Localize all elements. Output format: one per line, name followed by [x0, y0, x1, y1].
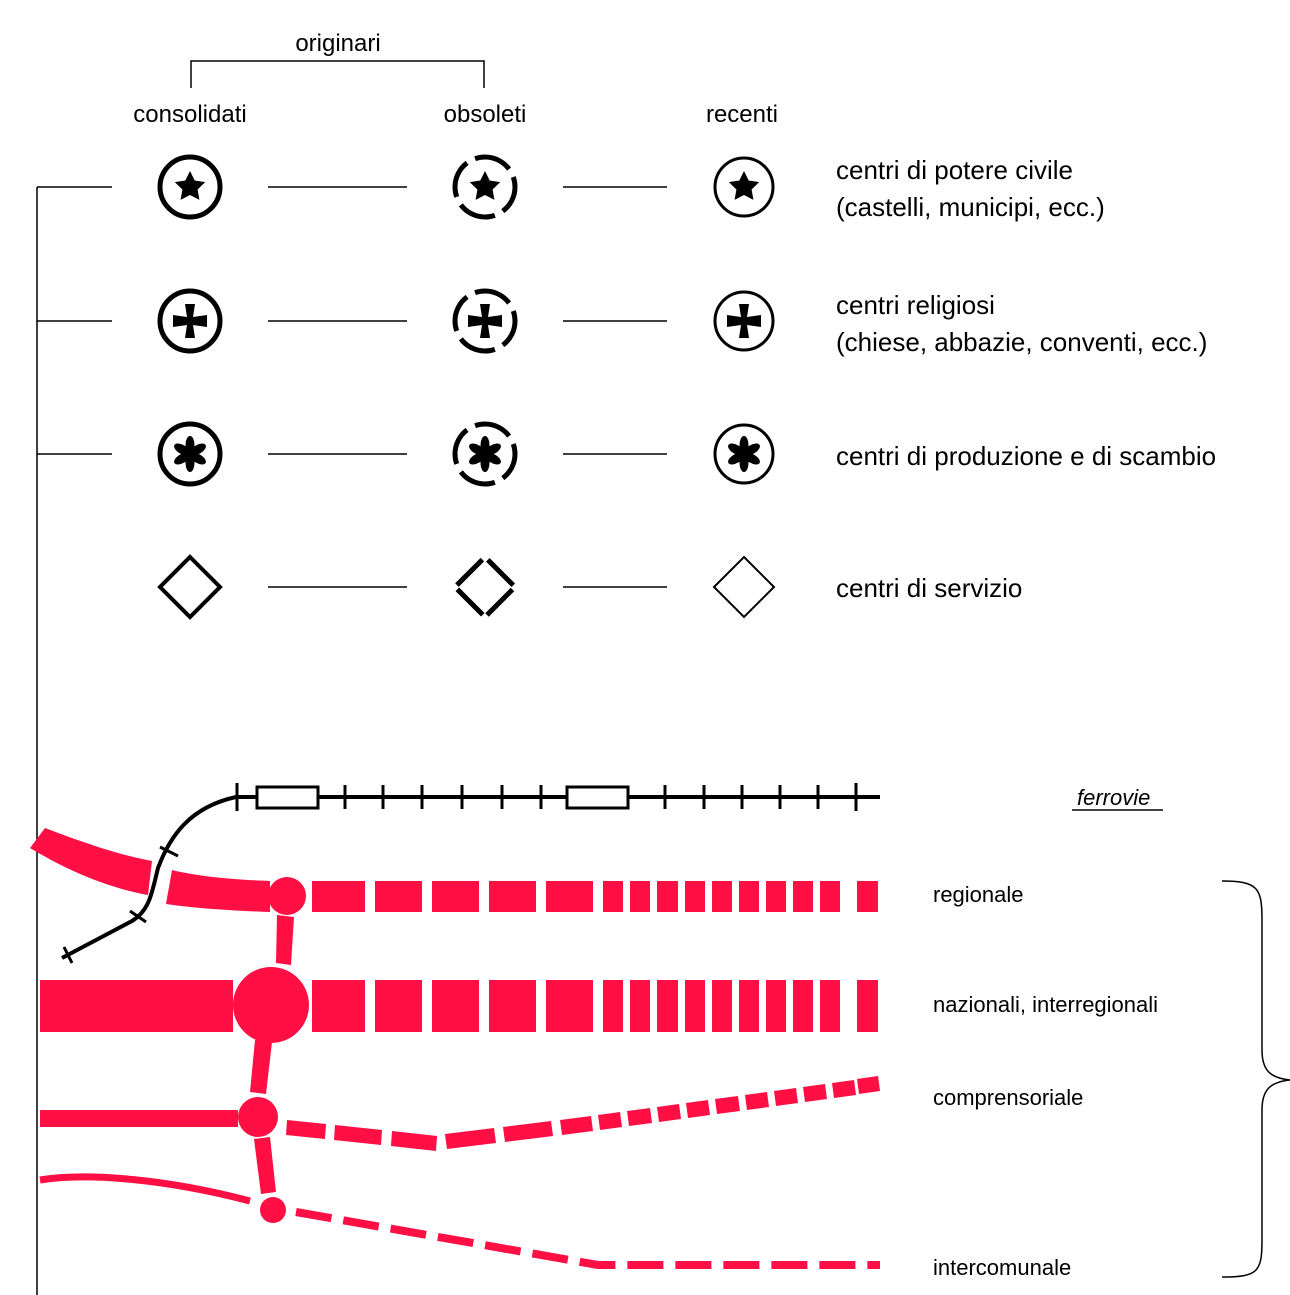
category-label: centri di servizio — [836, 573, 1022, 603]
road-label-intercomunale: intercomunale — [933, 1255, 1071, 1280]
road-link — [250, 1040, 272, 1094]
diamond-icon-obsolete — [451, 553, 519, 621]
station-box — [255, 785, 320, 810]
road-comprensorial-segment — [40, 1110, 238, 1127]
row-service: centri di servizio — [157, 553, 1022, 621]
asterisk-icon-recent — [713, 423, 775, 485]
road-node-intercomunal — [260, 1197, 286, 1223]
category-label: centri di produzione e di scambio — [836, 441, 1216, 471]
cross-icon-recent — [713, 290, 775, 352]
cross-icon — [157, 288, 223, 354]
row-civil-power: centri di potere civile (castelli, munic… — [37, 154, 1105, 222]
star-icon-obsolete — [452, 154, 518, 220]
road-comprensorial-dashes — [286, 1076, 880, 1151]
asterisk-icon-obsolete — [452, 421, 518, 487]
road-label-comprensoriale: comprensoriale — [933, 1085, 1083, 1110]
star-icon-recent — [713, 156, 775, 218]
railway-line — [61, 795, 880, 960]
category-label: centri religiosi — [836, 290, 995, 320]
column-header-obsoleti: obsoleti — [444, 101, 527, 128]
category-sublabel: (chiese, abbazie, conventi, ecc.) — [836, 327, 1207, 357]
station-box — [565, 785, 630, 810]
cross-icon-obsolete — [452, 288, 518, 354]
asterisk-icon — [157, 421, 223, 487]
road-label-regionale: regionale — [933, 882, 1024, 907]
row-production: centri di produzione e di scambio — [37, 421, 1216, 487]
road-link — [276, 915, 294, 965]
road-national-segment — [40, 980, 233, 1032]
roads-brace — [1221, 880, 1290, 1278]
road-network — [30, 828, 880, 1223]
column-header-consolidati: consolidati — [133, 101, 246, 128]
diamond-icon — [157, 554, 223, 620]
diamond-icon-recent — [712, 555, 776, 619]
originari-bracket — [190, 60, 485, 88]
road-intercomunal-dashes — [295, 1208, 880, 1269]
road-node-comprensorial — [238, 1097, 278, 1137]
road-regional-segment — [166, 870, 270, 912]
group-label-originari: originari — [295, 30, 380, 57]
road-intercomunal-segment — [39, 1173, 251, 1205]
category-label: centri di potere civile — [836, 155, 1073, 185]
road-label-nazionali: nazionali, interregionali — [933, 992, 1158, 1017]
road-regional-dashes — [312, 881, 878, 912]
road-national-dashes — [312, 980, 878, 1032]
railway-symbol — [61, 783, 880, 964]
row-religious: centri religiosi (chiese, abbazie, conve… — [37, 288, 1207, 357]
category-sublabel: (castelli, municipi, ecc.) — [836, 192, 1105, 222]
road-node-national — [233, 967, 309, 1043]
road-node-regional — [268, 877, 306, 915]
star-icon — [157, 154, 223, 220]
road-link — [254, 1137, 276, 1194]
railway-label: ferrovie — [1077, 785, 1150, 810]
railway-sleepers — [62, 783, 858, 964]
road-regional-segment — [30, 828, 152, 895]
column-header-recenti: recenti — [706, 101, 778, 128]
